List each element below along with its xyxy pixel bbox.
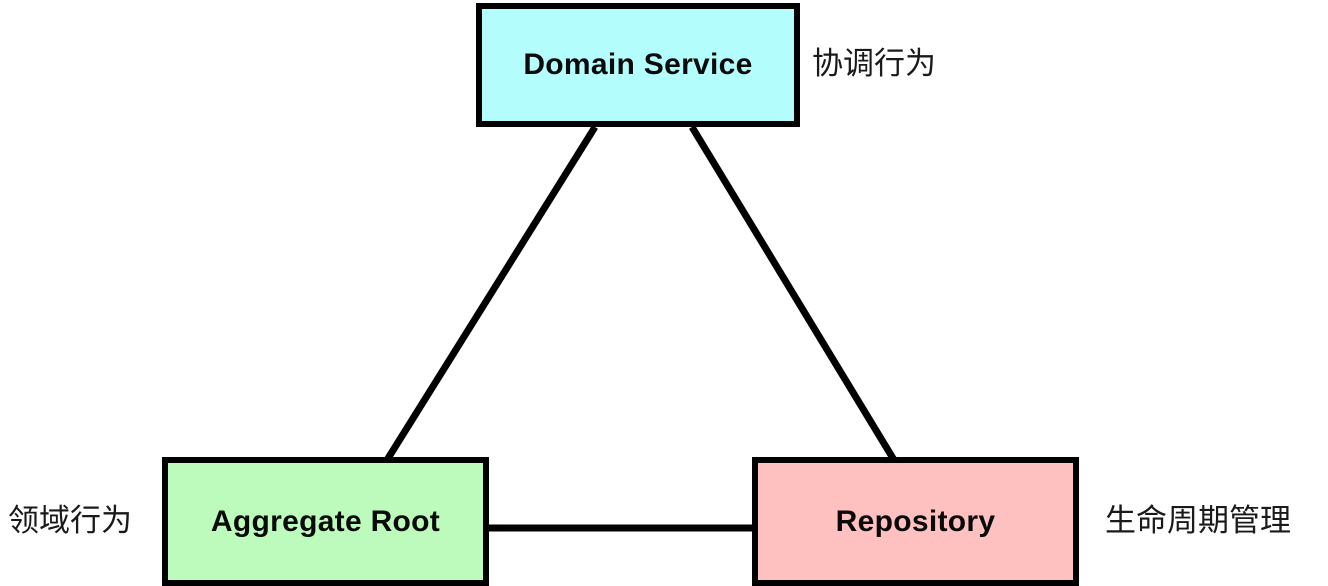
node-aggregate-root-label: Aggregate Root: [210, 504, 441, 538]
node-domain-service-label: Domain Service: [523, 48, 753, 81]
edge-domain-service-aggregate-root: [384, 125, 598, 462]
node-repository[interactable]: Repository: [752, 457, 1079, 586]
annotation-domain-behavior: 领域行为: [8, 503, 132, 538]
annotation-lifecycle-management: 生命周期管理: [1105, 503, 1291, 538]
annotation-coordinate-behavior: 协调行为: [812, 46, 936, 81]
node-aggregate-root[interactable]: Aggregate Root: [162, 457, 489, 586]
node-repository-label: Repository: [835, 504, 996, 538]
node-domain-service[interactable]: Domain Service: [476, 3, 800, 127]
edge-domain-service-repository: [689, 125, 897, 462]
